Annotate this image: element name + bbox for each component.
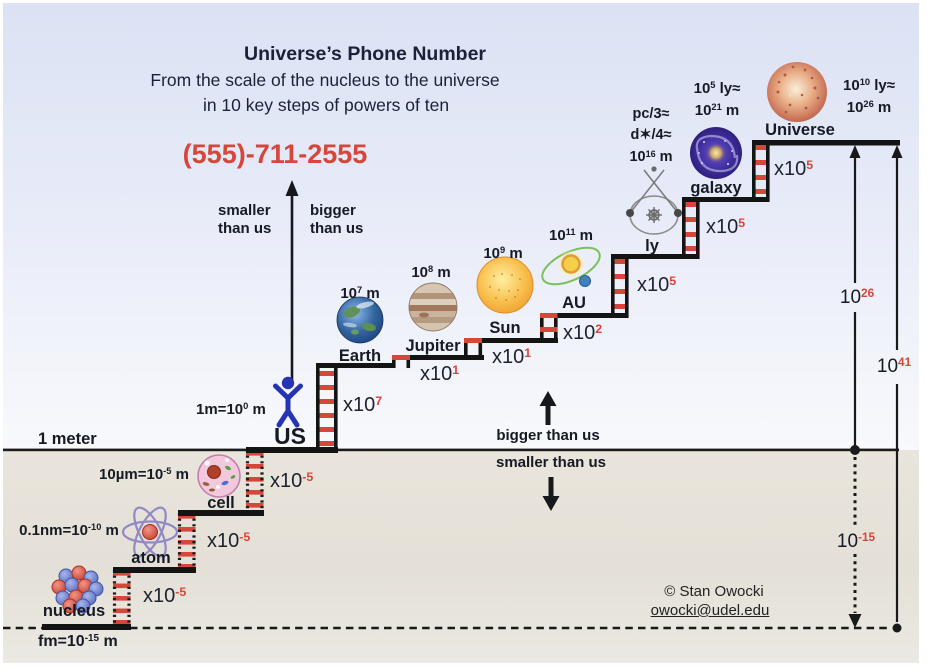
credit-name: © Stan Owocki	[664, 583, 764, 600]
earth-label: Earth	[338, 347, 382, 365]
universe-label: Universe	[765, 121, 835, 139]
ly-label: ly	[645, 237, 659, 255]
nucleus-label: nucleus	[42, 602, 106, 620]
universe-icon	[767, 62, 827, 122]
au-size-label: 1011 m	[548, 227, 594, 244]
jupiter-label: Jupiter	[405, 337, 461, 355]
au-label: AU	[562, 294, 586, 312]
step-earth-jupiter-label: x101	[420, 362, 460, 385]
cell-icon	[197, 454, 241, 498]
step-ly-galaxy-label: x105	[706, 215, 746, 238]
step-atom-cell-label: x10-5	[207, 529, 251, 552]
earth-size-label: 107 m	[340, 285, 380, 302]
us-label: US	[274, 423, 306, 449]
cell-label: cell	[207, 494, 235, 512]
ly-size-row2: d✶/4≈	[630, 127, 672, 143]
galaxy-label: galaxy	[690, 179, 742, 197]
phone-number: (555)-711-2555	[182, 139, 368, 169]
nucleus-icon	[51, 565, 104, 614]
us-size-label: 1m=100 m	[196, 401, 266, 418]
span-arrow-10-minus15	[848, 457, 862, 628]
step-us-earth-label: x107	[343, 393, 383, 416]
earth-icon	[336, 296, 384, 344]
span-arrow-10-26	[849, 145, 861, 455]
universe-size-row1: 1010 ly≈	[843, 77, 895, 94]
smaller-than-us-mid-label: smaller than us	[495, 454, 607, 471]
span-10-41-label: 1041	[876, 356, 912, 377]
atom-label: atom	[131, 549, 171, 567]
universe-size-row2: 1026 m	[846, 99, 892, 116]
sky-background	[3, 3, 919, 450]
nucleus-size-label: fm=10-15 m	[38, 633, 118, 650]
step-galaxy-universe-label: x105	[774, 157, 814, 180]
credit-email-link[interactable]: owocki@udel.edu	[650, 602, 770, 619]
us-figure-icon	[273, 376, 303, 428]
sun-size-label: 109 m	[483, 245, 523, 262]
step-cell-us-label: x10-5	[270, 469, 314, 492]
bigger-than-us-mid-label: bigger than us	[496, 427, 600, 444]
step-jupiter-sun-label: x101	[492, 345, 532, 368]
sun-label: Sun	[489, 319, 521, 337]
smaller-than-us-upper-label: smaller than us	[218, 202, 272, 238]
galaxy-icon	[690, 127, 742, 179]
page-title: Universe’s Phone Number	[243, 43, 487, 65]
step-nucleus-atom-label: x10-5	[143, 584, 187, 607]
staircase-below-one-meter	[42, 450, 264, 630]
bigger-than-us-upper-label: bigger than us	[310, 202, 364, 238]
staircase-above-one-meter	[246, 140, 900, 453]
span-10-26-label: 1026	[839, 287, 875, 308]
bigger-than-us-arrow	[539, 391, 557, 425]
ly-size-row1: pc/3≈	[632, 106, 670, 122]
galaxy-size-row1: 105 ly≈	[693, 80, 741, 97]
phone-number-arrow	[285, 180, 299, 380]
au-orbit-icon	[541, 246, 601, 287]
subtitle-line1: From the scale of the nucleus to the uni…	[150, 70, 500, 90]
lightyear-parallax-icon	[626, 166, 682, 235]
jupiter-size-label: 108 m	[411, 264, 451, 281]
step-au-ly-label: x105	[637, 273, 677, 296]
one-meter-line	[3, 448, 899, 452]
subtitle-line2: in 10 key steps of powers of ten	[202, 95, 450, 115]
jupiter-icon	[408, 282, 458, 332]
one-meter-label: 1 meter	[38, 430, 97, 448]
atom-icon	[121, 506, 179, 558]
span-10-minus15-label: 10-15	[836, 531, 876, 552]
span-arrow-10-41	[891, 145, 903, 633]
step-sun-au-label: x102	[563, 321, 603, 344]
smaller-than-us-arrow	[542, 477, 560, 511]
atom-size-label: 0.1nm=10-10 m	[19, 522, 119, 539]
cell-size-label: 10µm=10-5 m	[99, 466, 189, 483]
ly-size-row3: 1016 m	[629, 148, 673, 165]
galaxy-size-row2: 1021 m	[694, 102, 740, 119]
sun-icon	[476, 256, 534, 314]
